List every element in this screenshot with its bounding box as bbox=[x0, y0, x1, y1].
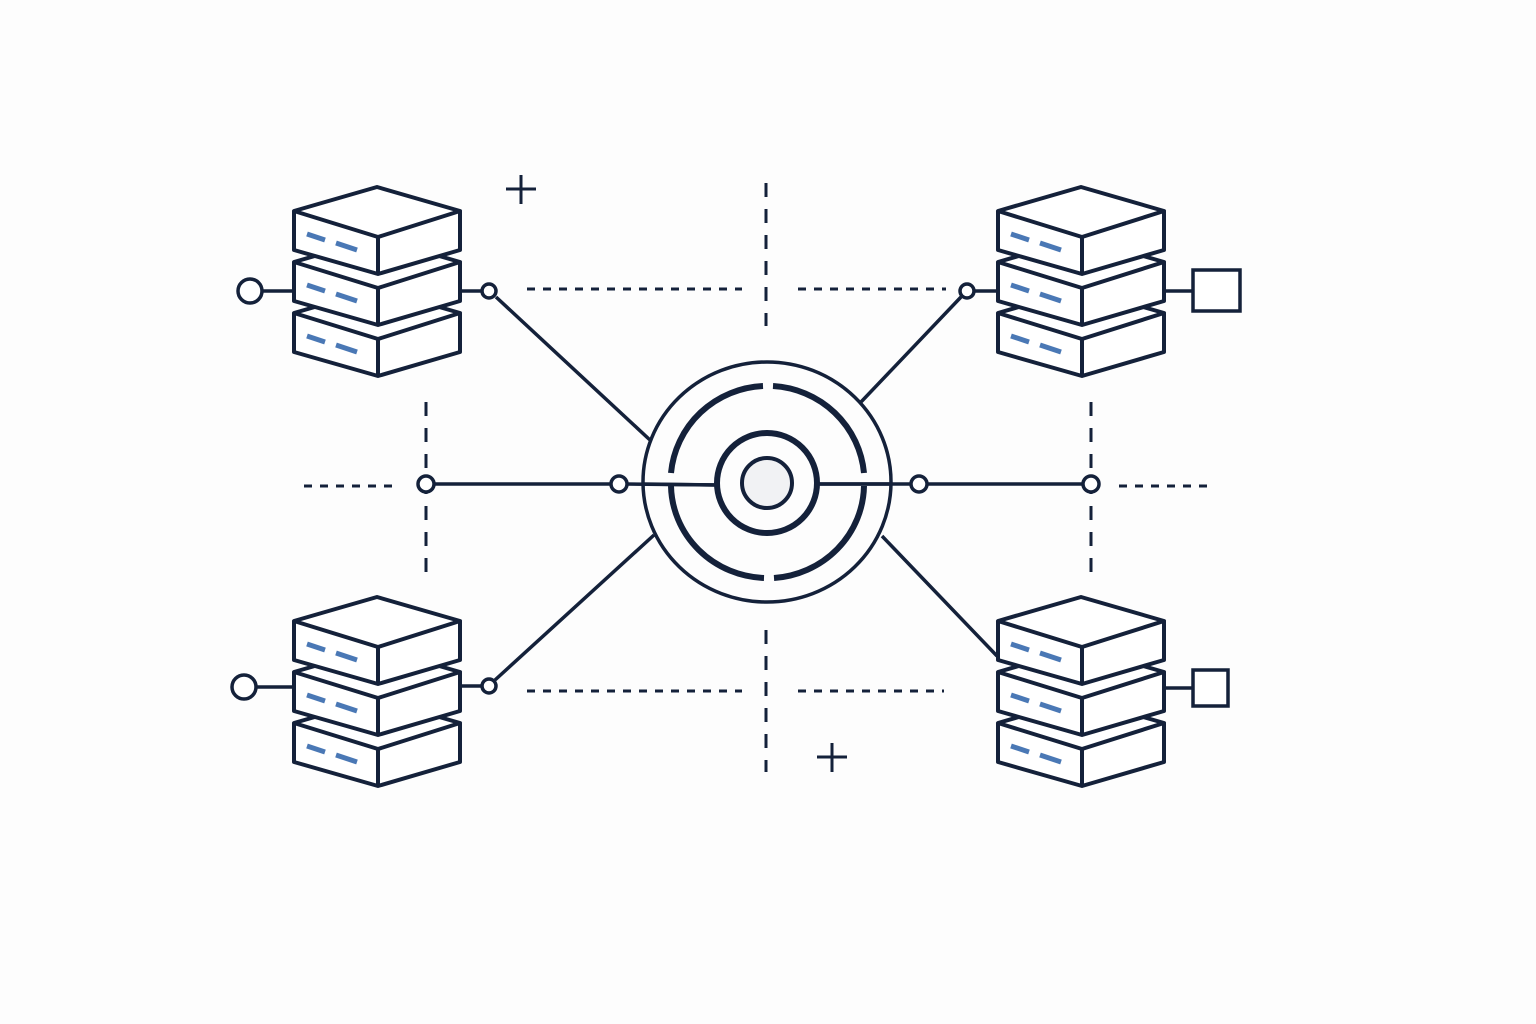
node-dot-icon bbox=[958, 282, 976, 300]
terminal-circle-icon bbox=[230, 673, 258, 701]
node-dot-icon bbox=[609, 474, 629, 494]
terminal-square-icon bbox=[1191, 668, 1230, 708]
server-stack-bottom-left bbox=[294, 597, 460, 786]
node-dot-icon bbox=[909, 474, 929, 494]
plus-icon bbox=[506, 175, 536, 204]
connectors bbox=[256, 289, 1193, 690]
terminal-square-icon bbox=[1191, 268, 1242, 313]
plus-icon bbox=[817, 743, 847, 772]
server-stack-top-left bbox=[294, 187, 460, 376]
terminals bbox=[230, 268, 1242, 708]
terminal-circle-icon bbox=[236, 277, 264, 305]
node-dot-icon bbox=[416, 474, 436, 494]
node-dot-icon bbox=[480, 282, 498, 300]
server-stack-bottom-right bbox=[998, 597, 1164, 786]
server-stack-top-right bbox=[998, 187, 1164, 376]
target-hub-icon bbox=[641, 360, 893, 604]
node-dot-icon bbox=[480, 677, 498, 695]
node-dot-icon bbox=[1081, 474, 1101, 494]
